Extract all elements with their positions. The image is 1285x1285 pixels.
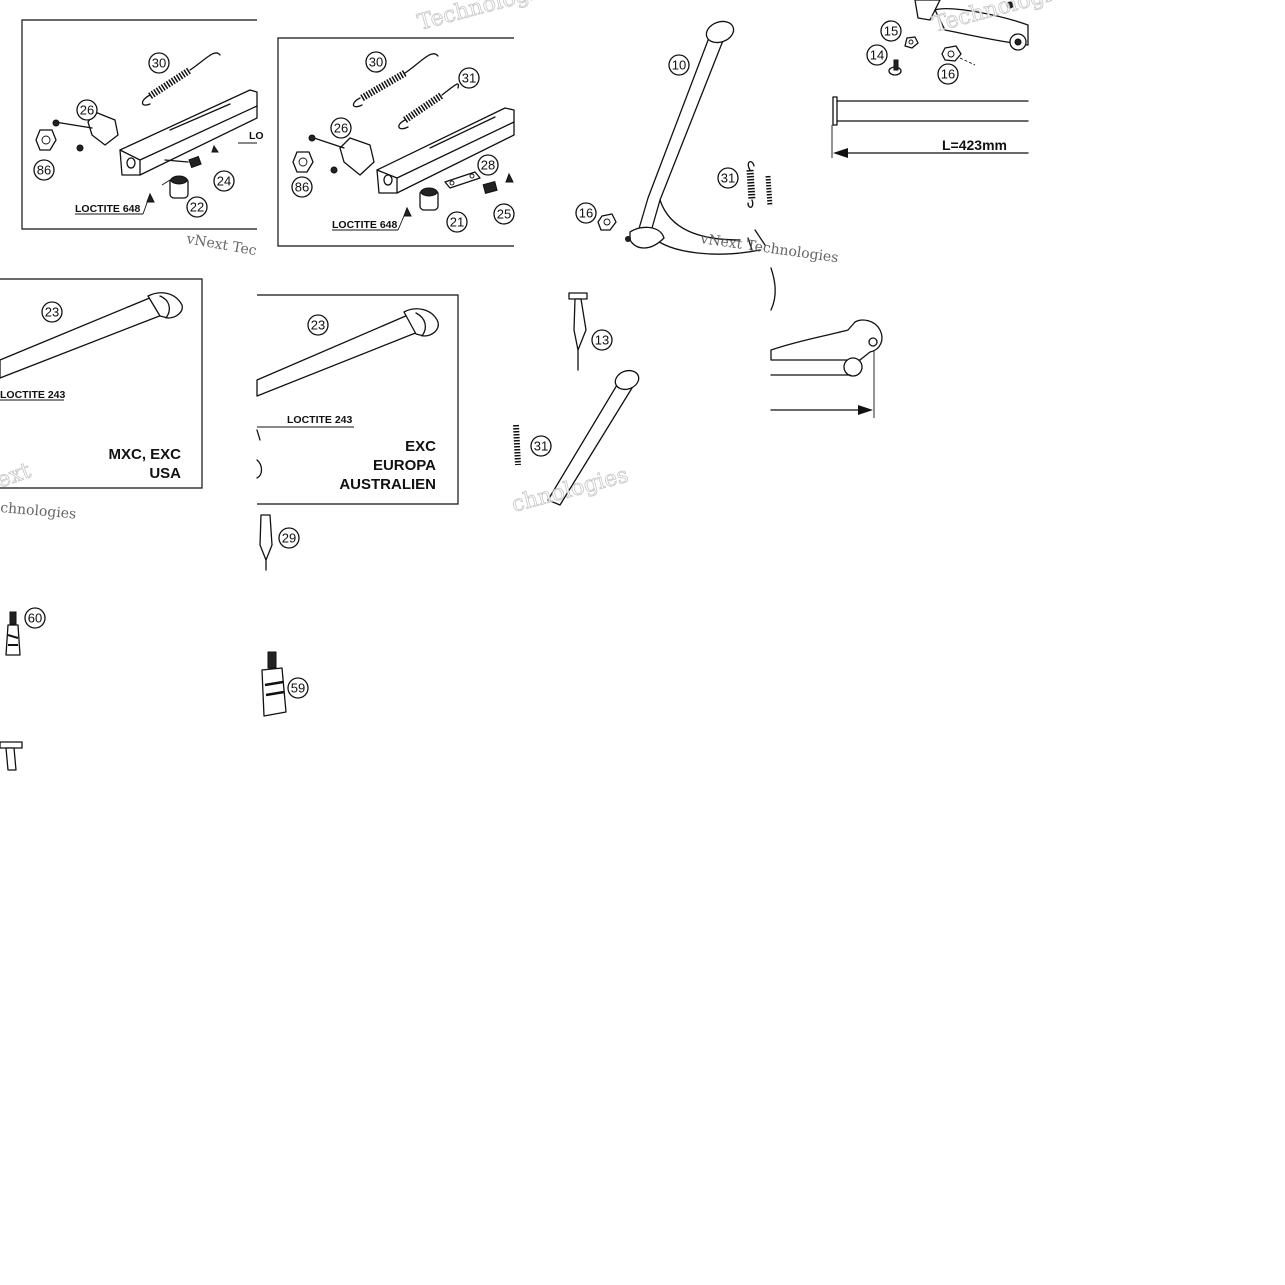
callout-16: 16 <box>575 202 597 224</box>
callout-22: 22 <box>186 196 208 218</box>
svg-text:10: 10 <box>672 58 686 73</box>
callout-31-b: 31 <box>458 67 480 89</box>
screw-25 <box>482 180 498 194</box>
callout-21: 21 <box>446 211 468 233</box>
bush-22 <box>146 175 189 203</box>
callout-31-c: 31 <box>530 435 552 457</box>
sidestand-23 <box>0 296 163 379</box>
svg-text:21: 21 <box>450 215 464 230</box>
loctite-partial-label: LO <box>249 130 264 142</box>
tool-13 <box>568 292 588 371</box>
panel-sidestand-usa: LOCTITE 243 MXC, EXC USA <box>0 278 203 489</box>
svg-text:23: 23 <box>45 305 59 320</box>
callout-24: 24 <box>213 170 235 192</box>
bolt-14 <box>888 59 902 76</box>
nut-15 <box>904 36 919 49</box>
svg-text:25: 25 <box>497 207 511 222</box>
svg-text:16: 16 <box>941 67 955 82</box>
callout-26: 26 <box>76 99 98 121</box>
callout-13: 13 <box>591 329 613 351</box>
panel-sidestand-leg <box>597 20 773 255</box>
loctite-243-label-b: LOCTITE 243 <box>287 414 353 426</box>
callout-10: 10 <box>668 54 690 76</box>
spring-30-b <box>352 53 439 108</box>
nut-86-b <box>292 151 314 173</box>
pivot-26 <box>52 111 119 152</box>
callout-14: 14 <box>866 44 888 66</box>
panel-mount-bottom <box>770 267 883 418</box>
nut-16 <box>597 213 617 231</box>
screw-24 <box>164 144 219 169</box>
variant-europe-line1: EXC <box>405 438 436 455</box>
callout-86-b: 86 <box>291 176 313 198</box>
loctite-243-label-a: LOCTITE 243 <box>0 389 66 401</box>
watermark-3: vNext Technologies <box>698 231 839 266</box>
svg-text:23: 23 <box>311 318 325 333</box>
sidestand-23-b <box>256 314 419 397</box>
svg-text:31: 31 <box>534 439 548 454</box>
bush-21 <box>403 187 439 217</box>
callout-23: 23 <box>41 301 63 323</box>
plate-28 <box>444 171 481 189</box>
svg-text:28: 28 <box>481 158 495 173</box>
callout-15: 15 <box>880 20 902 42</box>
svg-text:86: 86 <box>295 180 309 195</box>
loctite-tube-60 <box>5 611 21 656</box>
svg-text:31: 31 <box>721 171 735 186</box>
svg-text:60: 60 <box>28 611 42 626</box>
watermark-6: chnologies <box>0 500 77 523</box>
watermark-1: vNext Tec <box>184 231 258 259</box>
callout-25: 25 <box>493 203 515 225</box>
svg-text:59: 59 <box>291 681 305 696</box>
callout-59: 59 <box>287 677 309 699</box>
callout-16-b: 16 <box>937 63 959 85</box>
tool-partial <box>0 741 23 771</box>
svg-text:30: 30 <box>369 55 383 70</box>
callout-60: 60 <box>24 607 46 629</box>
svg-text:26: 26 <box>334 121 348 136</box>
nut-16-b <box>941 45 962 62</box>
panel-sidestand-bracket-a: LOCTITE 648 LO <box>21 19 264 230</box>
svg-text:30: 30 <box>152 56 166 71</box>
spring-30 <box>141 52 221 106</box>
panel-mount-assembly: L=423mm <box>831 0 1029 158</box>
variant-usa-line2: USA <box>149 465 181 482</box>
variant-usa-line1: MXC, EXC <box>108 446 181 463</box>
loctite-648-label-a: LOCTITE 648 <box>75 203 141 215</box>
panel-sidestand-europe: LOCTITE 243 EXC EUROPA AUSTRALIEN <box>256 294 459 505</box>
loctite-648-label-b: LOCTITE 648 <box>332 219 398 231</box>
callout-31: 31 <box>717 167 739 189</box>
svg-text:26: 26 <box>80 103 94 118</box>
panel-sidestand-bracket-b: LOCTITE 648 <box>277 37 515 247</box>
length-dimension-label: L=423mm <box>942 137 1007 153</box>
callout-29: 29 <box>278 527 300 549</box>
callout-86: 86 <box>33 159 55 181</box>
svg-text:13: 13 <box>595 333 609 348</box>
callout-30: 30 <box>148 52 170 74</box>
callout-30-b: 30 <box>365 51 387 73</box>
callout-23-b: 23 <box>307 314 329 336</box>
variant-europe-line3: AUSTRALIEN <box>339 476 436 493</box>
loctite-bottle-59 <box>261 651 287 717</box>
tool-29 <box>259 514 273 571</box>
callout-26-b: 26 <box>330 117 352 139</box>
spring-31-b <box>398 83 460 130</box>
panel-tool-and-leg <box>513 292 640 506</box>
pivot-26-b <box>308 134 375 176</box>
svg-text:14: 14 <box>870 48 884 63</box>
svg-text:29: 29 <box>282 531 296 546</box>
svg-text:15: 15 <box>884 24 898 39</box>
svg-text:31: 31 <box>462 71 476 86</box>
svg-text:24: 24 <box>217 174 231 189</box>
nut-86 <box>35 129 57 151</box>
variant-europe-line2: EUROPA <box>373 457 436 474</box>
svg-text:16: 16 <box>579 206 593 221</box>
svg-text:22: 22 <box>190 200 204 215</box>
callout-28: 28 <box>477 154 499 176</box>
svg-text:86: 86 <box>37 163 51 178</box>
watermark-2: Technologies <box>415 0 562 36</box>
